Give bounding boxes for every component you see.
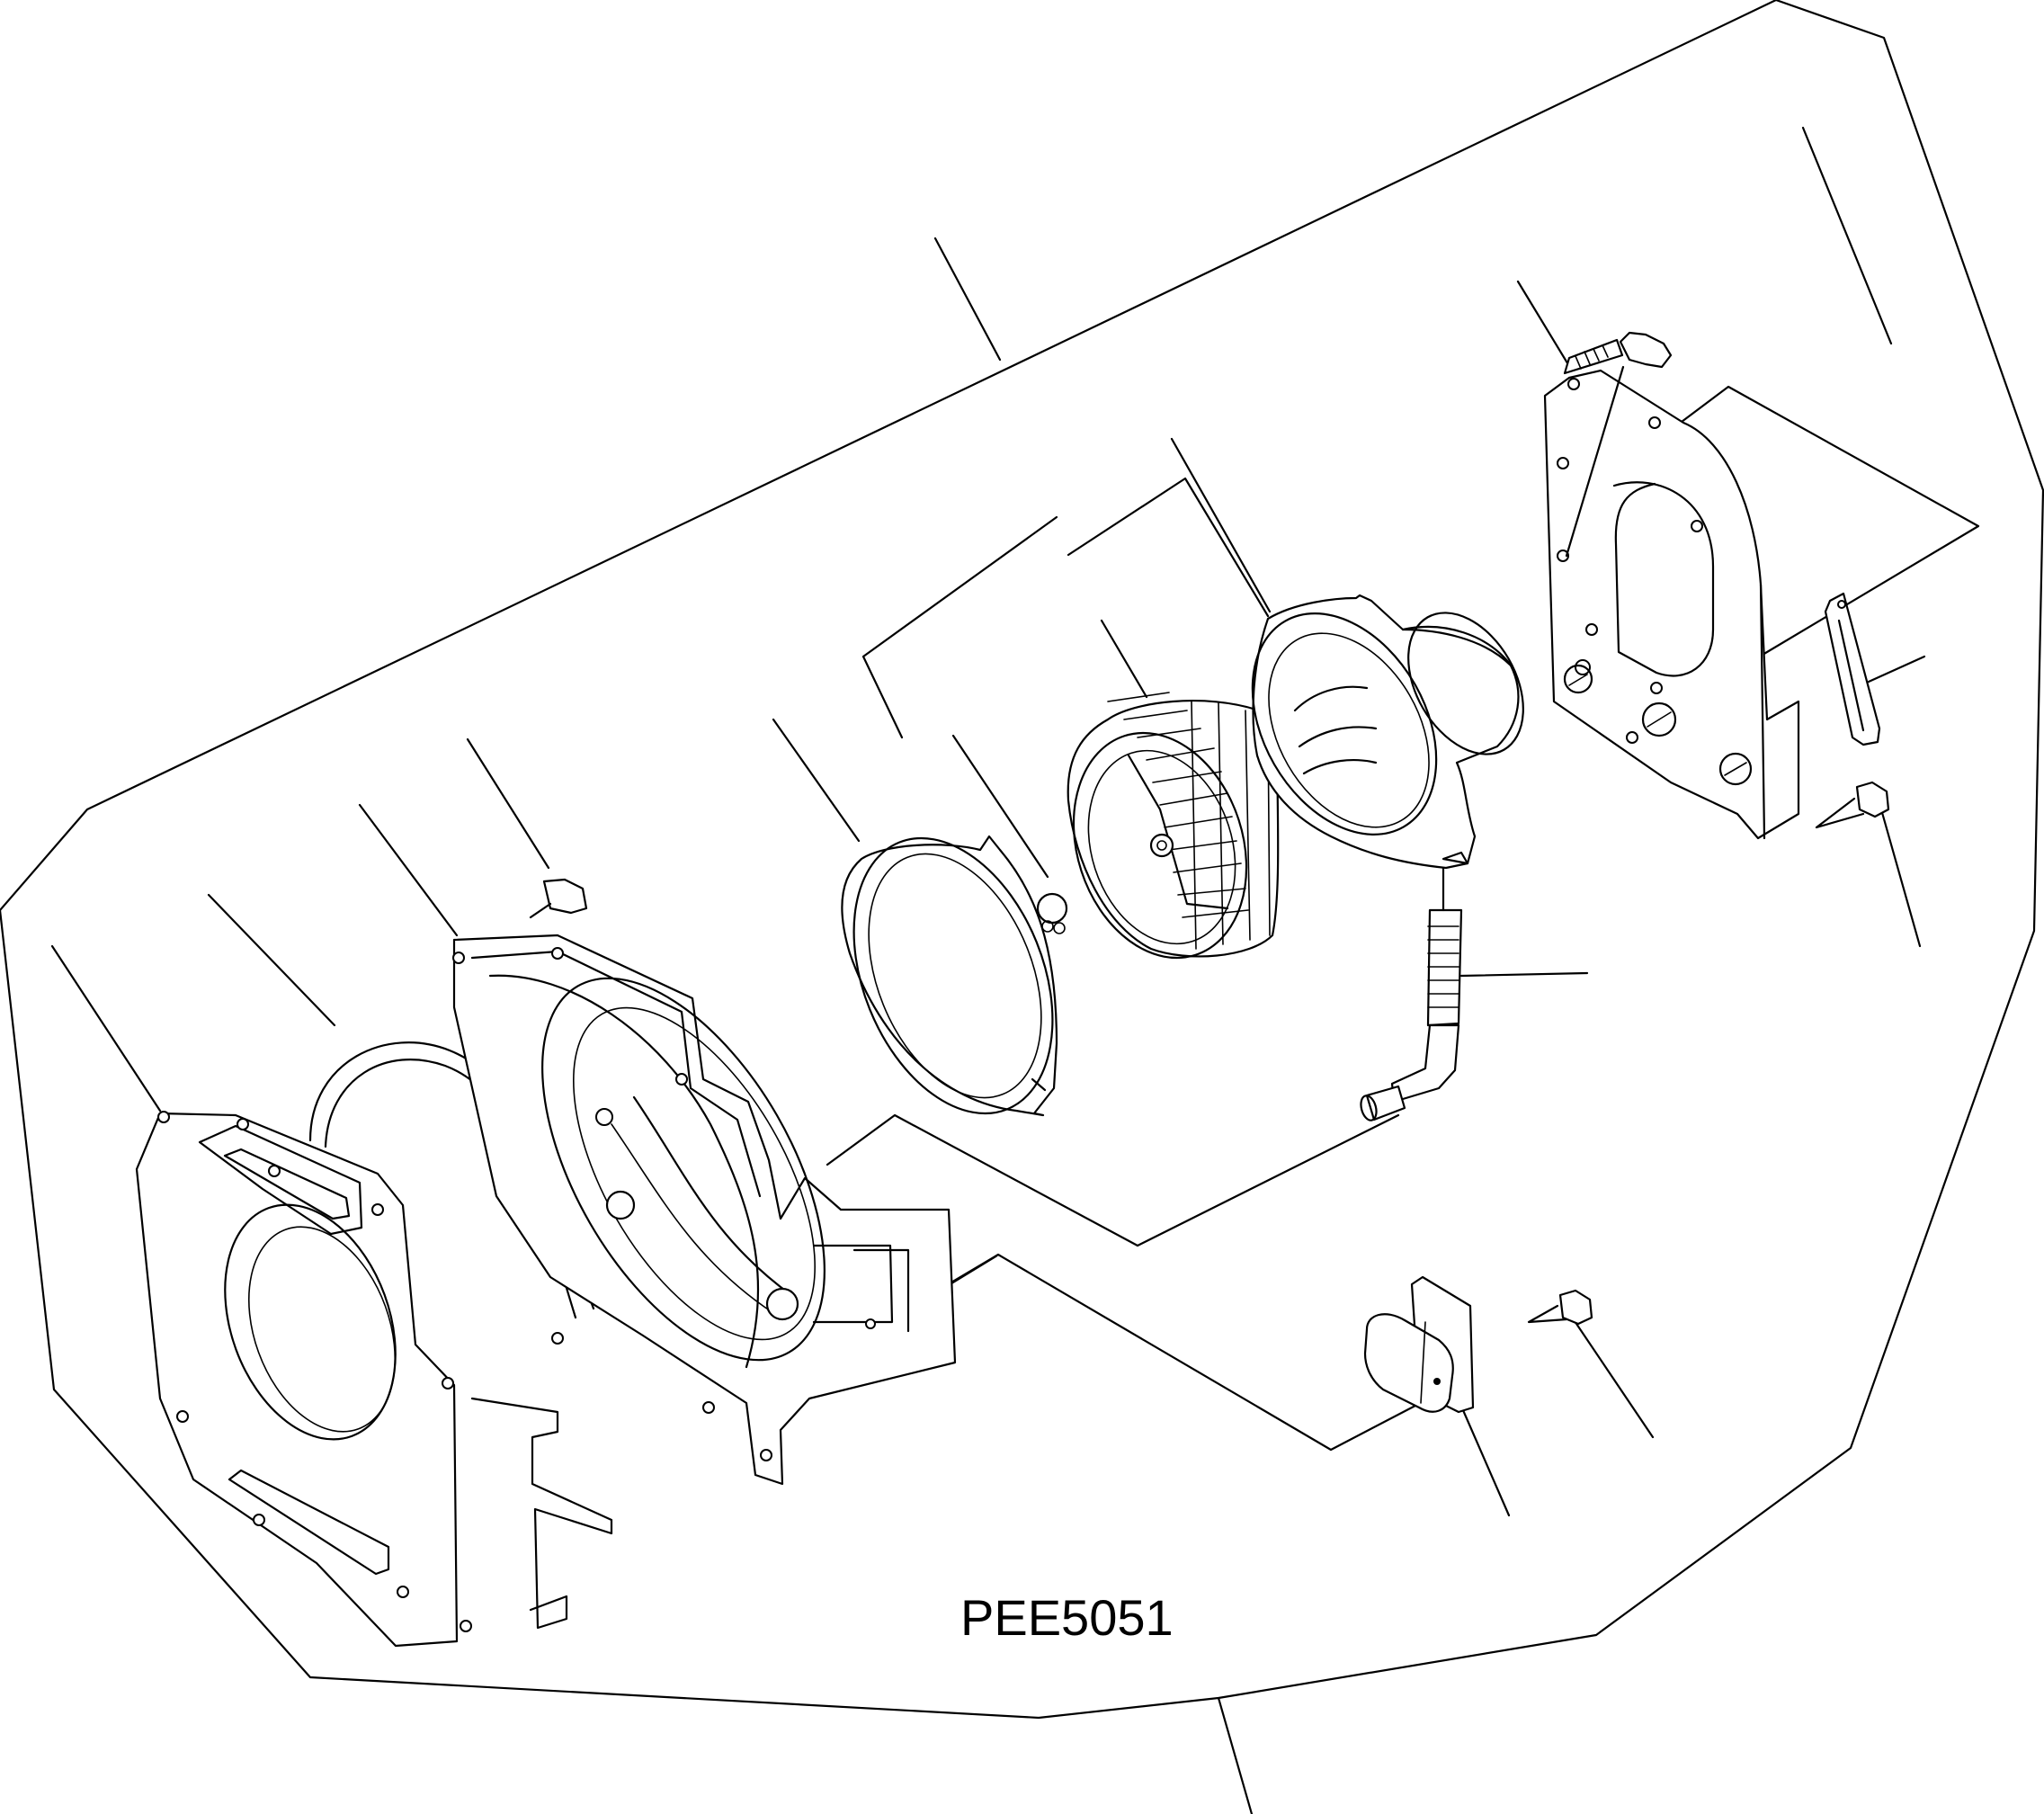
leader-line — [1100, 619, 1148, 699]
leader-line — [1879, 808, 1922, 948]
front-mounting-plate — [135, 1111, 613, 1648]
leader-line — [466, 737, 550, 870]
group-bracket — [1669, 385, 1980, 657]
leader-line — [1170, 437, 1272, 613]
hex-bolt — [1563, 331, 1673, 558]
motor-lead-wire — [1360, 866, 1463, 1121]
leader-line — [1867, 655, 1926, 684]
leader-line — [50, 944, 162, 1113]
rear-mounting-plate — [1543, 369, 1800, 840]
assembly-outline — [0, 0, 2044, 1720]
leader-line — [1567, 1311, 1655, 1439]
leader-line — [951, 734, 1049, 879]
leader-line — [207, 893, 336, 1027]
slotted-strap — [1824, 592, 1881, 746]
fan-wheel — [1067, 692, 1280, 960]
leader-line — [1459, 971, 1589, 978]
leader-line — [358, 803, 459, 937]
leader-lines — [50, 126, 1980, 1814]
fastener-clip — [529, 878, 588, 919]
group-line — [870, 1253, 1436, 1452]
leader-line — [1801, 126, 1893, 345]
group-bracket — [1067, 477, 1270, 618]
fan-ring — [841, 835, 1058, 1117]
blower-housing — [452, 934, 957, 1486]
screw — [1527, 1289, 1593, 1326]
leader-line — [933, 237, 1002, 362]
screw — [1815, 781, 1890, 829]
leader-line — [1516, 280, 1574, 372]
figure-code-label: PEE5051 — [960, 1589, 1174, 1646]
group-bracket — [861, 515, 1058, 739]
leader-line — [1217, 1696, 1254, 1814]
blower-motor — [1251, 594, 1524, 870]
leader-line — [772, 718, 861, 843]
resistor-module — [1363, 1275, 1475, 1414]
group-line — [826, 1113, 1400, 1247]
leader-line — [1455, 1394, 1511, 1517]
small-connector — [1036, 892, 1068, 934]
